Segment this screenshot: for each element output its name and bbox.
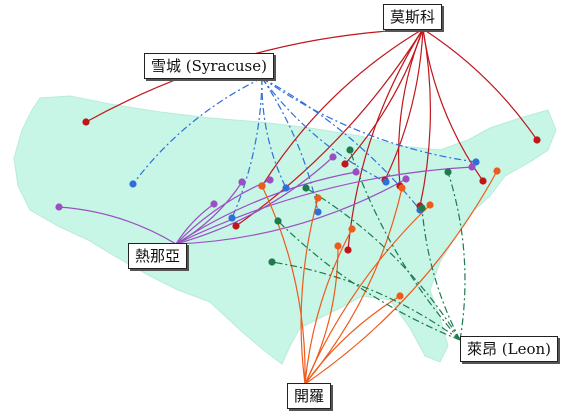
route-moscow xyxy=(261,28,424,187)
city-dot-leon[interactable] xyxy=(418,204,426,212)
route-moscow xyxy=(398,28,424,187)
route-syracuse xyxy=(132,77,263,185)
route-cairo xyxy=(304,204,431,385)
city-dot-cairo[interactable] xyxy=(426,201,434,209)
route-ghana xyxy=(175,178,407,245)
route-moscow xyxy=(235,28,424,227)
route-ghana xyxy=(175,203,215,245)
city-dot-syracuse[interactable] xyxy=(282,184,290,192)
route-syracuse xyxy=(231,77,263,219)
city-dot-syracuse[interactable] xyxy=(382,178,390,186)
route-leon xyxy=(277,220,461,341)
route-syracuse xyxy=(261,77,477,163)
route-moscow xyxy=(384,28,424,181)
route-leon xyxy=(421,207,461,341)
city-dot-moscow[interactable] xyxy=(479,177,487,185)
route-leon xyxy=(271,261,461,341)
route-cairo xyxy=(304,228,353,385)
city-dot-ghana[interactable] xyxy=(266,176,274,184)
city-dot-ghana[interactable] xyxy=(55,203,63,211)
city-dot-leon[interactable] xyxy=(268,258,276,266)
route-leon xyxy=(349,149,461,341)
city-dot-moscow[interactable] xyxy=(82,118,90,126)
route-cairo xyxy=(304,170,498,385)
route-cairo xyxy=(300,197,319,385)
route-ghana xyxy=(175,171,357,245)
city-dot-leon[interactable] xyxy=(302,184,310,192)
city-dot-leon[interactable] xyxy=(444,168,452,176)
city-dot-syracuse[interactable] xyxy=(314,208,322,216)
city-dot-moscow[interactable] xyxy=(533,136,541,144)
route-moscow xyxy=(422,28,538,141)
city-dot-moscow[interactable] xyxy=(232,222,240,230)
city-dot-ghana[interactable] xyxy=(238,178,246,186)
route-syracuse xyxy=(261,77,319,213)
city-dot-syracuse[interactable] xyxy=(129,180,137,188)
city-dot-ghana[interactable] xyxy=(402,175,410,183)
route-cairo xyxy=(261,185,306,385)
city-dot-syracuse[interactable] xyxy=(228,214,236,222)
route-ghana xyxy=(58,206,177,245)
hub-label-leon: 萊昂 (Leon) xyxy=(460,336,559,362)
city-dots xyxy=(55,118,541,300)
route-leon xyxy=(447,171,466,341)
hub-label-ghana: 熱那亞 xyxy=(128,243,188,269)
route-ghana xyxy=(175,166,473,245)
route-ghana xyxy=(175,156,334,245)
city-dot-cairo[interactable] xyxy=(334,242,342,250)
city-dot-leon[interactable] xyxy=(346,146,354,154)
city-dot-ghana[interactable] xyxy=(329,153,337,161)
city-dot-syracuse[interactable] xyxy=(472,158,480,166)
city-dot-cairo[interactable] xyxy=(396,292,404,300)
route-leon xyxy=(305,187,461,341)
route-syracuse xyxy=(261,77,287,189)
hub-label-syracuse: 雪城 (Syracuse) xyxy=(144,53,274,79)
city-dot-moscow[interactable] xyxy=(344,246,352,254)
hub-label-cairo: 開羅 xyxy=(287,383,332,409)
city-dot-cairo[interactable] xyxy=(493,167,501,175)
city-dot-cairo[interactable] xyxy=(348,225,356,233)
route-cairo xyxy=(304,295,401,385)
city-dot-cairo[interactable] xyxy=(314,194,322,202)
city-dot-ghana[interactable] xyxy=(352,168,360,176)
hub-label-moscow: 莫斯科 xyxy=(383,4,443,30)
route-syracuse xyxy=(261,77,387,183)
route-moscow xyxy=(347,28,424,251)
us-landmass xyxy=(13,95,557,365)
city-dot-ghana[interactable] xyxy=(468,163,476,171)
city-dot-moscow[interactable] xyxy=(341,160,349,168)
city-dot-ghana[interactable] xyxy=(210,200,218,208)
city-dot-leon[interactable] xyxy=(274,217,282,225)
city-dot-cairo[interactable] xyxy=(398,184,406,192)
city-dot-cairo[interactable] xyxy=(258,182,266,190)
